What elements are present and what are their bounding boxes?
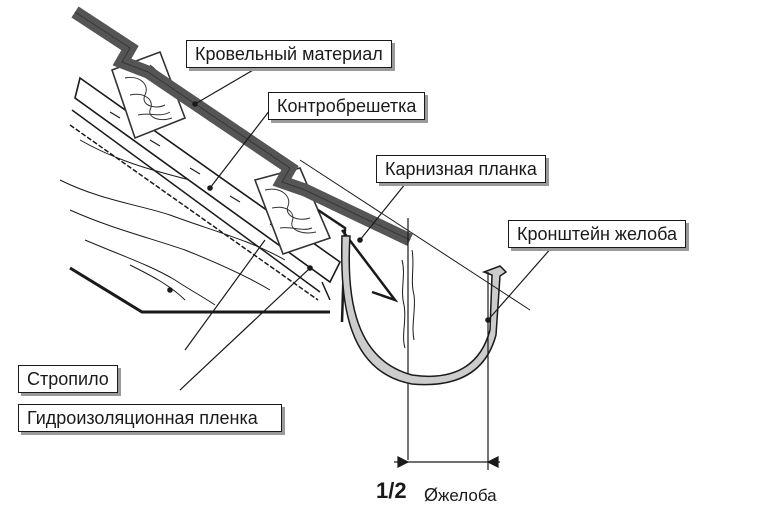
diameter-icon: Ø: [424, 485, 439, 505]
label-roofing-material: Кровельный материал: [186, 40, 392, 68]
dimension-fraction: 1/2: [376, 478, 407, 503]
label-rafter: Стропило: [18, 365, 118, 393]
slope-guide-line: [299, 159, 531, 311]
label-eaves-strip: Карнизная планка: [376, 155, 546, 183]
leader-dots: [167, 101, 491, 323]
label-counter-batten: Контробрешетка: [268, 92, 426, 120]
leader-lines: [179, 65, 561, 391]
label-waterproofing-film: Гидроизоляционная пленка: [18, 404, 282, 432]
gutter: [340, 235, 508, 386]
dimension-line: [394, 456, 500, 468]
label-gutter-bracket: Кронштейн желоба: [508, 220, 687, 248]
batten-block-upper: [110, 50, 187, 140]
fascia-line: [401, 218, 415, 460]
dimension-label: желоба: [438, 486, 497, 505]
